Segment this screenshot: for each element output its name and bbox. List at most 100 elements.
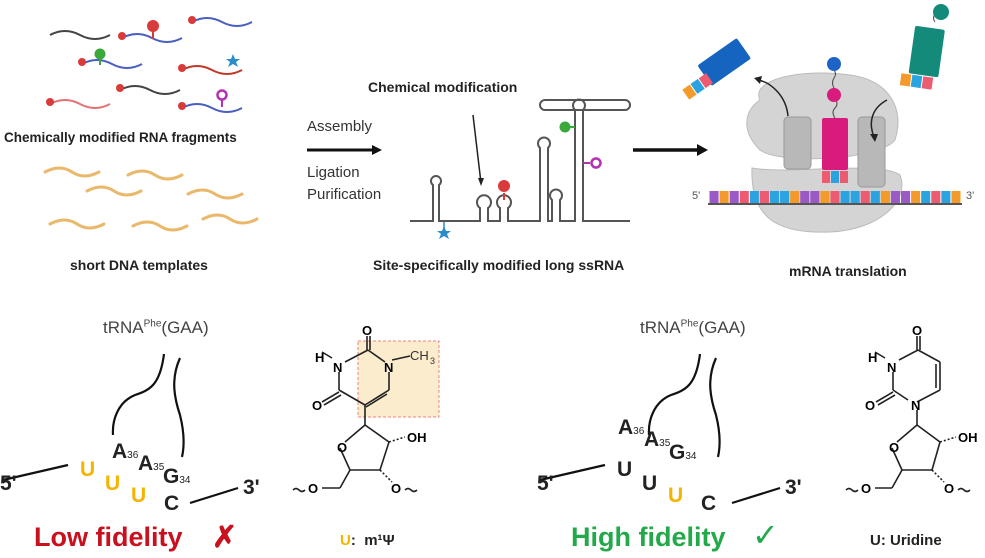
ring-modification-icon: [216, 89, 228, 101]
e-site: [783, 116, 812, 170]
mrna-nucleotide: [820, 191, 830, 203]
modification-callout: Chemical modification: [368, 79, 518, 95]
anticodon-base: A36: [618, 416, 645, 439]
svg-text:O: O: [865, 398, 875, 413]
svg-text:H: H: [868, 350, 877, 365]
anticodon-nucleotide: [831, 171, 839, 183]
entering-trna: [908, 25, 945, 78]
dna-template: [43, 166, 101, 178]
mrna-nucleotide: [870, 191, 880, 203]
anticodon-base: G34: [163, 465, 191, 488]
rna-fragment: [181, 65, 243, 75]
incoming-amino-acid: [933, 4, 949, 20]
codon-base-modified: U: [131, 484, 147, 507]
rna-fragment: [181, 103, 243, 113]
mrna-nucleotide: [800, 191, 810, 203]
dna-template: [48, 218, 106, 230]
mrna-nucleotide: [719, 191, 729, 203]
growing-peptide-blue: [827, 57, 841, 71]
anticodon-nucleotide: [840, 171, 848, 183]
mrna-nucleotide: [790, 191, 800, 203]
cap-dot: [188, 16, 196, 24]
dna-templates-illustration: [43, 166, 259, 232]
ligation-step-label: Ligation: [307, 164, 360, 181]
mrna-nucleotide: [880, 191, 890, 203]
svg-text:O: O: [312, 398, 322, 413]
five-prime-label: 5': [0, 472, 17, 495]
check-icon: ✓: [752, 517, 779, 553]
svg-text:OH: OH: [958, 430, 978, 445]
cap-dot: [118, 32, 126, 40]
exiting-trna: [698, 38, 751, 86]
cap-dot: [116, 84, 124, 92]
svg-text:3: 3: [430, 356, 435, 366]
anticodon-base: A35: [644, 428, 671, 451]
cap-dot: [46, 98, 54, 106]
svg-text:CH: CH: [410, 348, 429, 363]
svg-text:N: N: [887, 360, 896, 375]
mrna-nucleotide: [810, 191, 820, 203]
ring-modification-icon: [590, 157, 602, 169]
mrna-3prime-label: 3': [966, 190, 975, 202]
mrna-nucleotide: [729, 191, 739, 203]
mrna-nucleotide: [739, 191, 749, 203]
codon-base: C: [701, 492, 717, 515]
five-prime-label: 5': [537, 472, 554, 495]
three-prime-label: 3': [243, 476, 260, 499]
mrna-nucleotide: [931, 191, 941, 203]
rna-fragment: [49, 99, 111, 109]
svg-text:N: N: [384, 360, 393, 375]
anticodon-base: G34: [669, 441, 697, 464]
rna-fragment: [191, 17, 253, 27]
codon-base: U: [617, 458, 633, 481]
mrna-nucleotide: [911, 191, 921, 203]
cap-dot: [78, 58, 86, 66]
mrna-5prime-label: 5': [692, 190, 701, 202]
rna-fragment: [119, 85, 181, 95]
svg-text:O: O: [912, 323, 922, 338]
codon-base-modified: U: [80, 458, 96, 481]
mrna-nucleotide: [860, 191, 870, 203]
dna-template: [126, 169, 184, 181]
svg-text:H: H: [315, 350, 324, 365]
mrna-nucleotide: [749, 191, 759, 203]
star-modification-icon: [226, 54, 240, 67]
svg-text:O: O: [308, 481, 318, 496]
anticodon-nucleotide: [822, 171, 830, 183]
cap-dot: [178, 64, 186, 72]
svg-text:O: O: [391, 481, 401, 496]
three-prime-label: 3': [785, 476, 802, 499]
cap-dot: [178, 102, 186, 110]
rna-fragment: [81, 59, 143, 69]
mrna-nucleotide: [951, 191, 961, 203]
anticodon-base: A36: [112, 440, 139, 463]
mrna-nucleotide: [941, 191, 951, 203]
svg-text:N: N: [333, 360, 342, 375]
assembly-step-label: Assembly: [307, 118, 373, 135]
mrna-nucleotide: [759, 191, 769, 203]
mrna-nucleotide: [769, 191, 780, 203]
mrna-nucleotide: [780, 191, 790, 203]
mrna-nucleotide: [921, 191, 931, 203]
templates-label: short DNA templates: [70, 257, 208, 273]
mrna-nucleotide: [850, 191, 860, 203]
codon-base-modified: U: [105, 472, 121, 495]
green-modification-icon: [94, 48, 106, 60]
translation-label: mRNA translation: [789, 263, 907, 279]
svg-text:O: O: [861, 481, 871, 496]
anticodon-base: A35: [138, 452, 165, 475]
trna-label-right: tRNAPhe(GAA): [640, 318, 746, 337]
mrna-nucleotide: [830, 191, 840, 203]
dna-template: [131, 220, 189, 232]
star-modification-icon: [437, 226, 451, 239]
purification-step-label: Purification: [307, 186, 382, 203]
fragments-label: Chemically modified RNA fragments: [4, 130, 237, 145]
dna-template: [186, 188, 244, 200]
red-modification-icon: [147, 20, 159, 32]
